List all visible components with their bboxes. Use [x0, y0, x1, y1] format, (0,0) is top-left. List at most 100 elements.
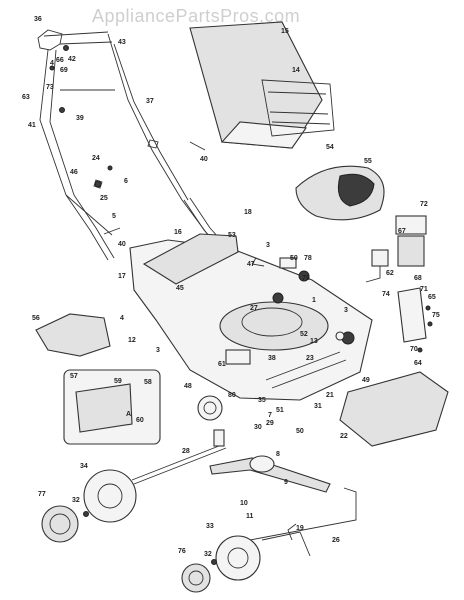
watermark: AppliancePartsPros.com — [92, 6, 300, 26]
callout-label: 21 — [326, 392, 334, 399]
callout-label: 12 — [128, 337, 136, 344]
callout-label: 46 — [70, 169, 78, 176]
rear-axle — [131, 429, 227, 485]
blade — [209, 455, 331, 493]
front-hubcap — [181, 559, 217, 593]
engine-parts — [251, 257, 310, 282]
callout-label: 79 — [302, 275, 310, 282]
callout-label: 5 — [112, 213, 116, 220]
callout-label: 24 — [92, 155, 100, 162]
callout-label: 9 — [284, 479, 288, 486]
grass-bag-frame — [261, 79, 335, 137]
callout-label: 48 — [184, 383, 192, 390]
callout-label: 33 — [206, 523, 214, 530]
side-discharge-chute — [35, 313, 111, 357]
callout-label: 42 — [68, 56, 76, 63]
callout-label: 67 — [398, 228, 406, 235]
wheel-adjuster — [197, 395, 223, 421]
callout-label: 50 — [290, 255, 298, 262]
callout-label: 36 — [34, 16, 42, 23]
callout-label: 6 — [124, 178, 128, 185]
callout-label: 73 — [46, 84, 54, 91]
callout-label: 54 — [326, 144, 334, 151]
rear-flap — [142, 233, 239, 285]
callout-label: 34 — [80, 463, 88, 470]
callout-label: 35 — [258, 397, 266, 404]
callout-label: 40 — [200, 156, 208, 163]
callout-label: 29 — [266, 420, 274, 427]
callout-label: 13 — [310, 338, 318, 345]
callout-label: 16 — [174, 229, 182, 236]
callout-label: 58 — [144, 379, 152, 386]
callout-label: 25 — [100, 195, 108, 202]
callout-label: 65 — [428, 294, 436, 301]
callout-label: 18 — [244, 209, 252, 216]
front-shield — [339, 371, 449, 447]
callout-label: 76 — [178, 548, 186, 555]
callout-label: 70 — [410, 346, 418, 353]
callout-label: 38 — [268, 355, 276, 362]
rear-cover — [295, 165, 385, 221]
callout-label: 11 — [246, 513, 254, 520]
callout-label: 23 — [306, 355, 314, 362]
callout-label: 53 — [228, 232, 236, 239]
callout-label: 3 — [344, 307, 348, 314]
callout-label: 61 — [218, 361, 226, 368]
callout-label: 77 — [38, 491, 46, 498]
callout-label: 50 — [296, 428, 304, 435]
callout-label: 27 — [250, 305, 258, 312]
callout-label: 75 — [432, 312, 440, 319]
callout-label: 80 — [228, 392, 236, 399]
callout-label: 74 — [382, 291, 390, 298]
callout-label: 28 — [182, 448, 190, 455]
callout-label: 56 — [32, 315, 40, 322]
callout-label: 8 — [276, 451, 280, 458]
callout-label: 57 — [70, 373, 78, 380]
callout-label: 31 — [314, 403, 322, 410]
callout-label: 40 — [118, 241, 126, 248]
part-callouts: 36 66 42 43 4 69 73 63 37 39 41 15 14 24… — [22, 16, 440, 558]
callout-label: 1 — [312, 297, 316, 304]
callout-label: 4 — [120, 315, 124, 322]
callout-label: 17 — [118, 273, 126, 280]
mower-deck — [129, 239, 373, 401]
callout-label: 49 — [362, 377, 370, 384]
callout-label: 47 — [247, 261, 255, 268]
grass-bag — [189, 21, 323, 149]
callout-label: 59 — [114, 378, 122, 385]
callout-label: 30 — [254, 424, 262, 431]
callout-label: 32 — [72, 497, 80, 504]
callout-label: 32 — [204, 551, 212, 558]
mulch-door — [63, 369, 161, 445]
callout-label: 22 — [340, 433, 348, 440]
callout-label: 14 — [292, 67, 300, 74]
callout-label: 37 — [146, 98, 154, 105]
callout-label: 64 — [414, 360, 422, 367]
callout-label: 19 — [296, 525, 304, 532]
callout-label: 39 — [76, 115, 84, 122]
callout-label: 55 — [364, 158, 372, 165]
callout-label: 3 — [156, 347, 160, 354]
callout-label: 63 — [22, 94, 30, 101]
handle-hardware — [49, 45, 206, 235]
callout-label: 41 — [28, 122, 36, 129]
callout-label: 10 — [240, 500, 248, 507]
callout-label: 15 — [281, 28, 289, 35]
front-axle — [249, 487, 357, 557]
battery-bracket — [397, 287, 433, 353]
callout-label: 45 — [176, 285, 184, 292]
callout-label: 71 — [420, 286, 428, 293]
rear-hubcap — [41, 505, 89, 543]
callout-label: 52 — [300, 331, 308, 338]
callout-label: 68 — [414, 275, 422, 282]
callout-label: 26 — [332, 537, 340, 544]
rear-wheel — [83, 469, 137, 523]
front-wheel — [215, 535, 261, 581]
callout-label: 78 — [304, 255, 312, 262]
callout-label: A — [126, 411, 131, 418]
callout-label: 3 — [266, 242, 270, 249]
callout-label: 7 — [268, 412, 272, 419]
callout-label: 69 — [60, 67, 68, 74]
callout-label: 62 — [386, 270, 394, 277]
